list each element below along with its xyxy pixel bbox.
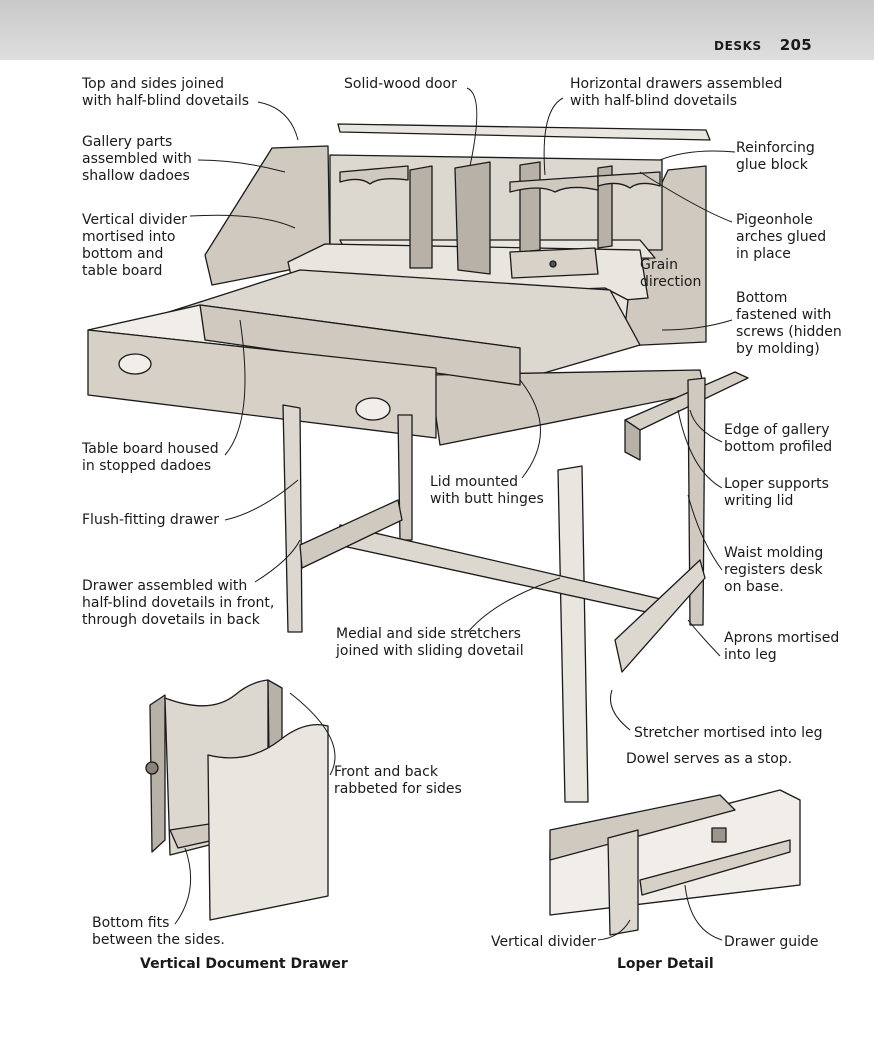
loper-detail-guide xyxy=(639,839,791,896)
label-bottom-fastened: Bottom fastened with screws (hidden by m… xyxy=(736,290,842,357)
loper-front xyxy=(624,419,641,461)
side-stretcher-right xyxy=(614,559,706,673)
label-waist-molding: Waist molding registers desk on base. xyxy=(724,545,824,595)
label-solid-wood-door: Solid-wood door xyxy=(344,76,457,92)
gallery-divider-4 xyxy=(597,165,613,249)
loper-detail-dowel xyxy=(711,827,727,843)
label-reinforcing-glue-block: Reinforcing glue block xyxy=(736,140,815,173)
label-grain-direction: Grain direction xyxy=(640,257,702,290)
label-medial-side: Medial and side stretchers joined with s… xyxy=(336,626,524,659)
label-vertical-divider-mortised: Vertical divider mortised into bottom an… xyxy=(82,212,188,279)
doc-drawer-front xyxy=(207,723,329,921)
left-case-side xyxy=(204,145,331,286)
label-top-sides: Top and sides joined with half-blind dov… xyxy=(82,76,250,109)
label-vertical-divider: Vertical divider xyxy=(491,934,597,950)
header-band xyxy=(0,0,874,60)
pigeonhole-arch-2 xyxy=(509,175,599,193)
label-dowel-stop: Dowel serves as a stop. xyxy=(626,751,793,767)
doc-drawer-back xyxy=(149,694,166,853)
label-front-back-rabbeted: Front and back rabbeted for sides xyxy=(334,764,462,797)
top-board xyxy=(337,123,711,141)
loper-detail-divider xyxy=(607,829,639,936)
loper-detail-loper xyxy=(549,794,736,861)
label-horizontal-drawers: Horizontal drawers assembled with half-b… xyxy=(570,76,783,109)
drawer-side xyxy=(199,304,521,386)
label-gallery-parts: Gallery parts assembled with shallow dad… xyxy=(82,134,192,184)
pigeonhole-arch-1 xyxy=(339,165,409,185)
label-table-board-housed: Table board housed in stopped dadoes xyxy=(82,441,219,474)
label-pigeonhole-arches: Pigeonhole arches glued in place xyxy=(736,212,827,262)
pigeonhole-arch-3 xyxy=(597,171,661,189)
gallery-divider-2 xyxy=(454,161,491,275)
running-head: DESKS 205 xyxy=(714,36,812,54)
label-drawer-assembled: Drawer assembled with half-blind dovetai… xyxy=(82,578,275,628)
gallery-divider-1 xyxy=(409,165,433,269)
label-aprons-mortised: Aprons mortised into leg xyxy=(724,630,840,663)
leg-front-right xyxy=(557,465,589,803)
page-number: 205 xyxy=(779,36,812,54)
label-loper-supports: Loper supports writing lid xyxy=(724,476,829,509)
label-flush-drawer: Flush-fitting drawer xyxy=(82,512,219,528)
gallery-divider-3 xyxy=(519,161,541,253)
label-drawer-guide: Drawer guide xyxy=(724,934,819,950)
side-stretcher-left xyxy=(299,499,403,569)
label-bottom-fits: Bottom fits between the sides. xyxy=(92,915,225,948)
label-edge-gallery: Edge of gallery bottom profiled xyxy=(724,422,833,455)
label-lid-mounted: Lid mounted with butt hinges xyxy=(430,474,544,507)
caption-loper-detail: Loper Detail xyxy=(617,956,714,972)
drawer-front xyxy=(87,329,437,439)
section-title: DESKS xyxy=(714,39,762,53)
caption-vertical-document-drawer: Vertical Document Drawer xyxy=(140,956,348,972)
medial-stretcher xyxy=(337,524,666,616)
leg-back-left xyxy=(397,414,413,541)
label-stretcher-mortised: Stretcher mortised into leg xyxy=(634,725,823,741)
leg-front-left xyxy=(282,404,303,633)
